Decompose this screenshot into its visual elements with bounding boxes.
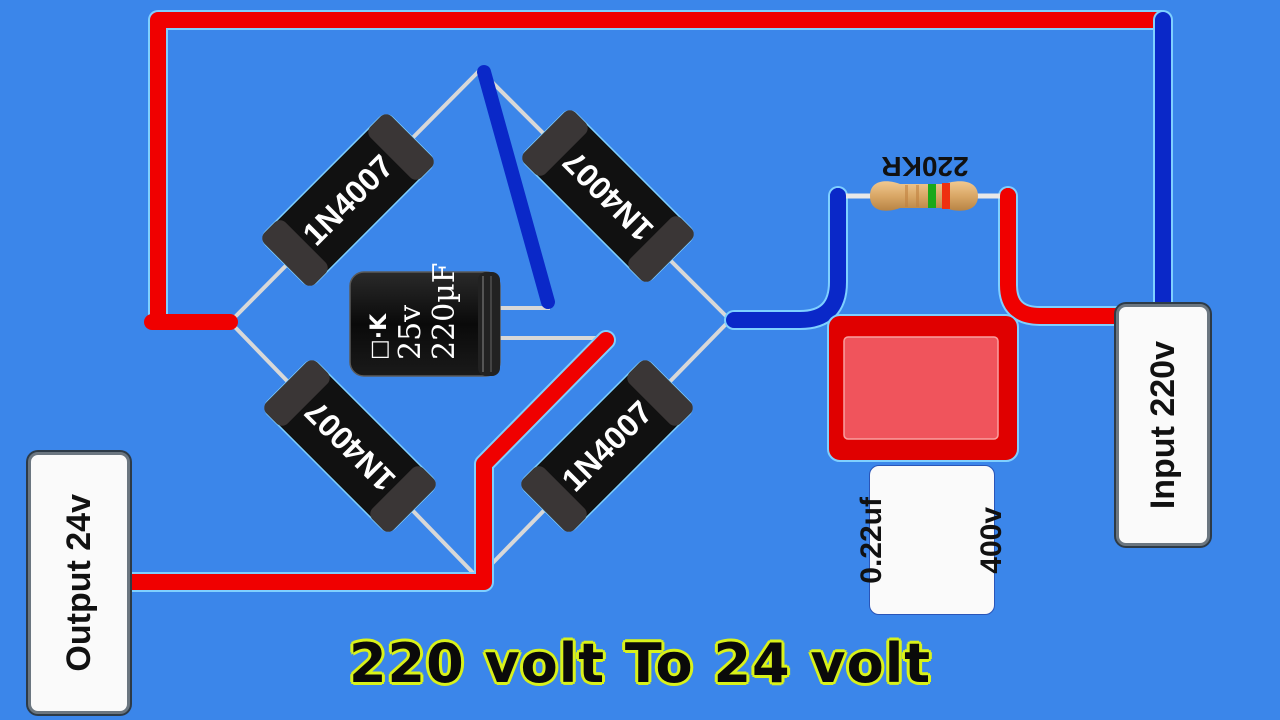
diode-upper-right: 1N4007 <box>522 110 694 282</box>
diode-end-band <box>264 360 330 426</box>
electrolytic-capacitor: □·K 25v 220µF <box>349 262 501 377</box>
diode-end-band <box>370 466 436 532</box>
diode-end-band <box>627 360 693 426</box>
wire-bridge-to-filmcap <box>724 186 848 330</box>
diode-lower-left: 1N4007 <box>264 360 436 532</box>
resistor-band-green <box>928 184 936 208</box>
wire-ac-red <box>144 10 1162 330</box>
capacitor-brand: □·K <box>367 313 392 360</box>
capacitor-capacitance: 220µF <box>427 262 462 360</box>
diode-end-band <box>368 114 434 180</box>
capacitor-voltage: 25v <box>393 305 428 360</box>
diode-upper-left: 1N4007 <box>262 114 434 286</box>
diode-end-band <box>522 110 588 176</box>
film-capacitor <box>827 314 1019 462</box>
diode-end-band <box>521 466 587 532</box>
film-capacitor-voltage: 400v <box>975 506 1008 574</box>
diagram-title: 220 volt To 24 volt <box>348 632 932 695</box>
diode-lower-right: 1N4007 <box>521 360 693 532</box>
diode-end-band <box>262 220 328 286</box>
wire-resistor-ends <box>830 188 1016 208</box>
resistor-label: 220KR <box>881 151 968 182</box>
film-capacitor-label: 0.22uf 400v <box>855 465 1008 615</box>
input-terminal: Input 220v <box>1116 304 1210 546</box>
resistor-band-red <box>942 183 950 209</box>
input-label: Input 220v <box>1143 340 1182 510</box>
resistor <box>845 181 1005 211</box>
diode-end-band <box>628 216 694 282</box>
wire-resistor-to-input <box>998 186 1128 326</box>
film-capacitor-value: 0.22uf <box>855 496 888 584</box>
wire-output-red <box>120 330 616 592</box>
output-terminal: Output 24v <box>28 452 130 714</box>
wire-cap-negative <box>477 65 555 309</box>
